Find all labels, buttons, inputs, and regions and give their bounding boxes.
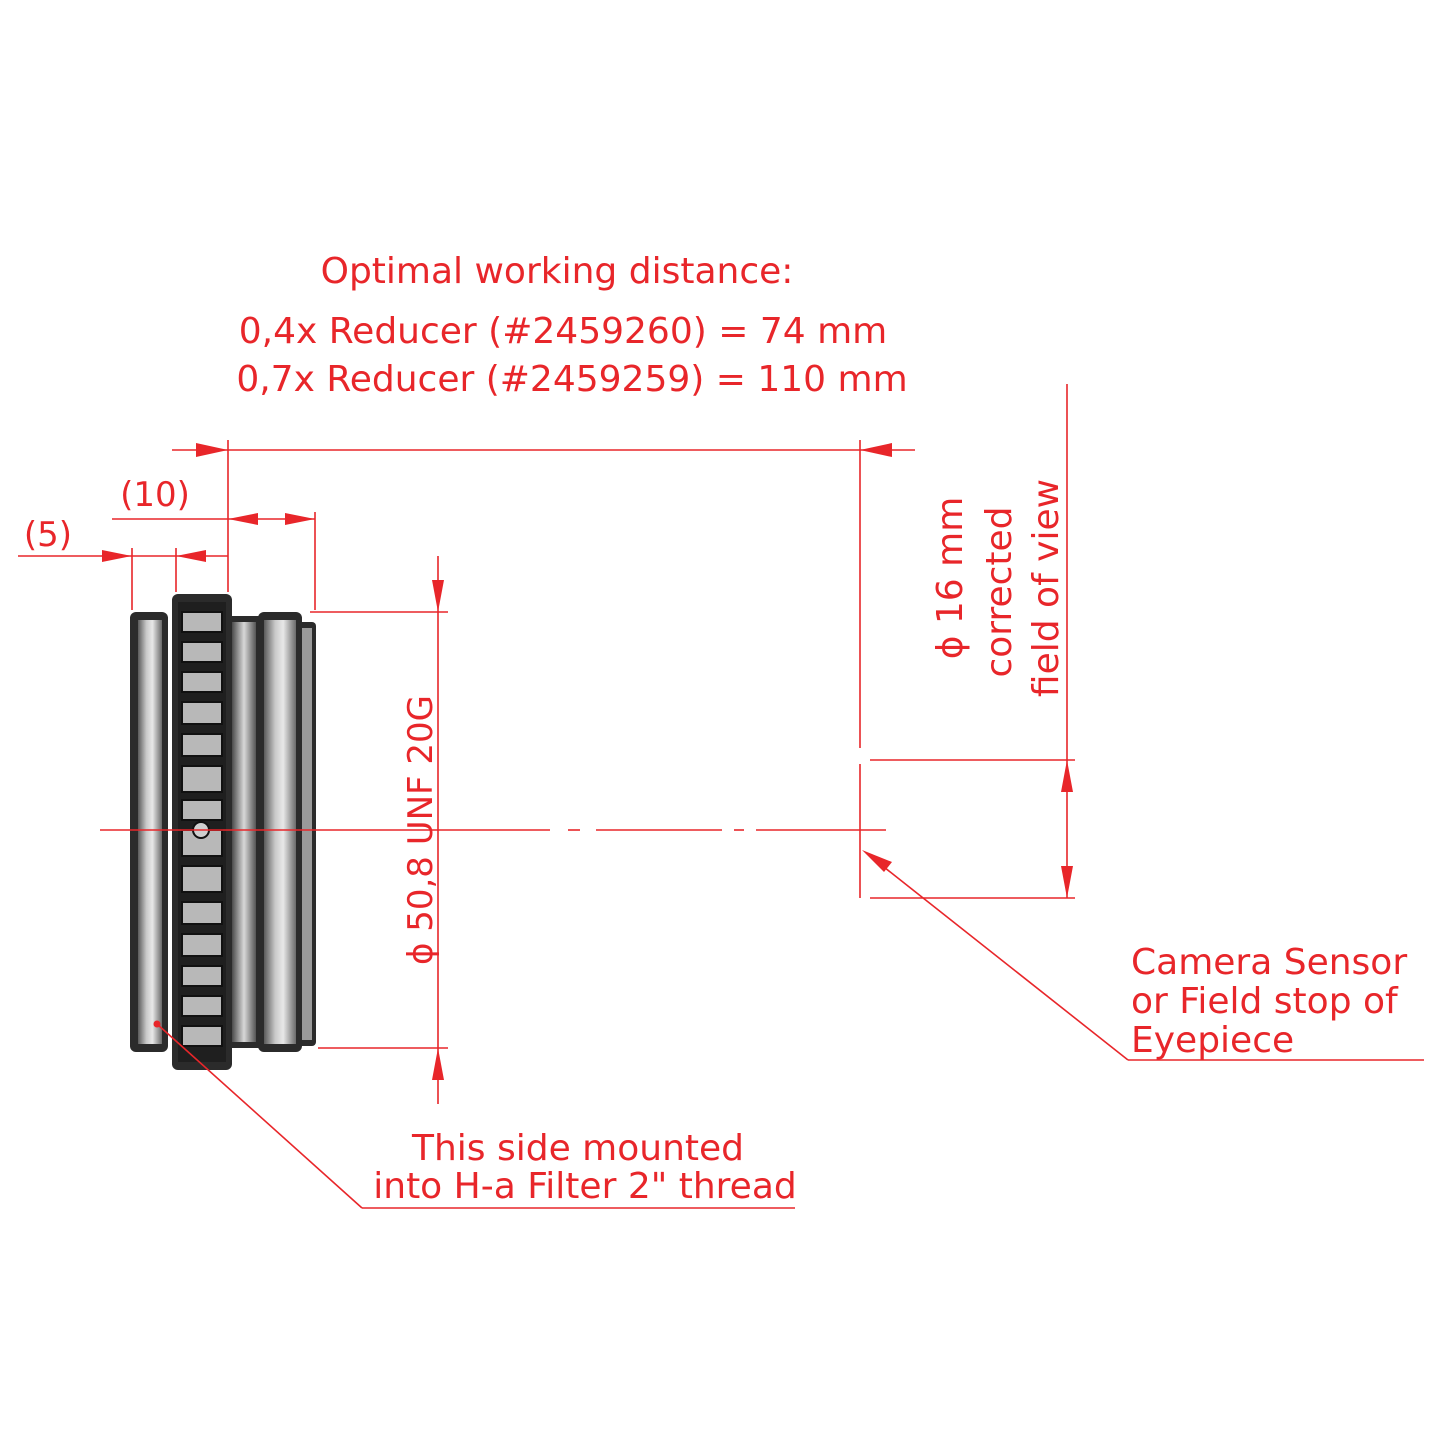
- dimension-5-label: (5): [24, 515, 72, 555]
- fov-value-label: ϕ 16 mm: [930, 497, 971, 660]
- dimension-10: (10): [112, 475, 316, 610]
- title-line-0-4x: 0,4x Reducer (#2459260) = 74 mm: [239, 311, 887, 352]
- fov-field-of-view-label: field of view: [1026, 479, 1067, 697]
- knurl-blocks: [181, 611, 223, 1047]
- mount-label-line2: into H-a Filter 2" thread: [373, 1166, 796, 1207]
- mount-label-line1: This side mounted: [411, 1128, 744, 1169]
- sensor-label-line3: Eyepiece: [1131, 1020, 1294, 1061]
- title-heading: Optimal working distance:: [321, 251, 794, 292]
- camera-sensor-callout: Camera Sensor or Field stop of Eyepiece: [862, 850, 1424, 1061]
- sensor-label-line1: Camera Sensor: [1131, 942, 1407, 983]
- dimension-10-label: (10): [120, 475, 190, 515]
- adapter-part: [130, 594, 316, 1070]
- title-line-0-7x: 0,7x Reducer (#2459259) = 110 mm: [236, 359, 907, 400]
- working-distance-dimension: [172, 440, 915, 748]
- fov-corrected-label: corrected: [979, 506, 1020, 677]
- sensor-label-line2: or Field stop of: [1131, 981, 1399, 1022]
- mount-side-callout: This side mounted into H-a Filter 2" thr…: [153, 1020, 797, 1209]
- thread-diameter-label: ϕ 50,8 UNF 20G: [401, 695, 441, 965]
- dimension-5: (5): [18, 515, 228, 610]
- thread-diameter-dimension: ϕ 50,8 UNF 20G: [310, 556, 448, 1104]
- fov-dimension: ϕ 16 mm corrected field of view: [859, 384, 1075, 899]
